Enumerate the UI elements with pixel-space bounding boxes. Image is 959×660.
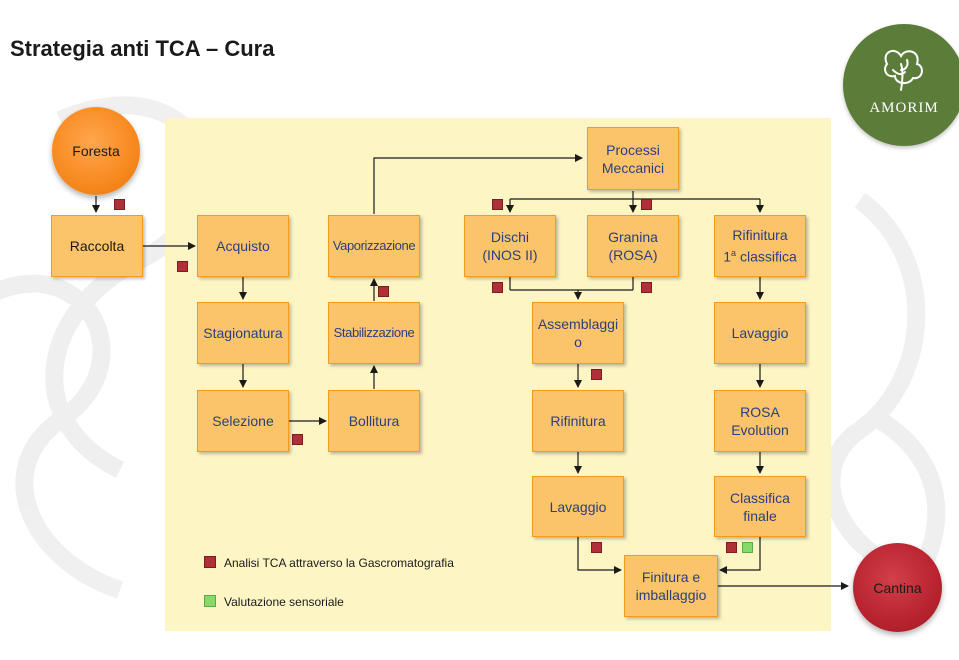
node-vaporizzazione: Vaporizzazione [328,215,420,277]
tree-logo-icon: AMORIM [869,49,938,116]
node-lavaggio-bottom-label: Lavaggio [549,498,607,515]
node-assemblaggio-label: Assemblaggi o [538,315,618,351]
node-rifinitura-1a-line1: Rifinitura [732,227,788,244]
node-granina-label: Granina (ROSA) [608,228,658,264]
node-finitura-imballaggio: Finitura e imballaggio [624,555,718,617]
node-assemblaggio-line1: Assemblaggi [537,316,619,332]
node-stabilizzazione-label: Stabilizzazione [333,325,415,340]
node-rosa-evolution-label: ROSA Evolution [731,403,789,439]
node-acquisto: Acquisto [197,215,289,277]
node-rifinitura-1a-classifica: Rifinitura 1a classifica [714,215,806,277]
node-stagionatura-label: Stagionatura [203,325,283,341]
node-selezione: Selezione [197,390,289,452]
node-granina: Granina (ROSA) [587,215,679,277]
node-finitura-line2: imballaggio [635,587,707,603]
node-classifica-finale: Classifica finale [714,476,806,537]
tca-marker-foresta [114,199,125,210]
node-rifinitura-1a-sup: a [731,248,737,259]
tca-marker-classifica-finale [726,542,737,553]
tca-marker-acquisto [177,261,188,272]
node-selezione-label: Selezione [212,413,274,429]
node-vaporizzazione-label: Vaporizzazione [332,238,416,253]
node-rifinitura-1a-suffix: classifica [736,248,797,265]
node-assemblaggio: Assemblaggi o [532,302,624,364]
node-bollitura-label: Bollitura [348,413,400,429]
legend-tca-label: Analisi TCA attraverso la Gascromatograf… [224,556,454,570]
logo-text: AMORIM [869,100,938,116]
node-dischi-line2: (INOS II) [482,247,538,263]
node-dischi-label: Dischi (INOS II) [482,228,537,264]
node-rifinitura-label: Rifinitura [550,413,606,429]
tca-marker-vaporizzazione [378,286,389,297]
node-rifinitura-1a-prefix: 1 [723,248,732,265]
node-classifica-finale-label: Classifica finale [730,489,790,525]
node-stagionatura: Stagionatura [197,302,289,364]
node-stabilizzazione: Stabilizzazione [328,302,420,364]
node-acquisto-label: Acquisto [216,238,270,254]
node-rosa-evolution-line1: ROSA [740,404,780,420]
node-dischi: Dischi (INOS II) [464,215,556,277]
tca-marker-granina-bottom [641,282,652,293]
node-cantina: Cantina [853,543,942,632]
node-cantina-label: Cantina [873,579,922,596]
node-dischi-line1: Dischi [490,229,530,245]
node-lavaggio-top-label: Lavaggio [731,325,789,341]
sensory-marker-classifica-finale [742,542,753,553]
tca-marker-assemblaggio [591,369,602,380]
node-classifica-finale-line1: Classifica [730,489,790,506]
tca-marker-granina-top [641,199,652,210]
legend-tca-swatch [204,556,216,568]
tca-marker-selezione [292,434,303,445]
page-title: Strategia anti TCA – Cura [10,36,275,61]
node-assemblaggio-line2: o [574,334,582,350]
tca-marker-lavaggio-bottom [591,542,602,553]
node-bollitura: Bollitura [328,390,420,452]
node-rifinitura-1a-label: Rifinitura 1a classifica [723,226,797,266]
node-rosa-evolution: ROSA Evolution [714,390,806,452]
amorim-logo: AMORIM [843,24,959,146]
node-rosa-evolution-line2: Evolution [731,422,789,438]
node-raccolta-label: Raccolta [69,238,125,254]
node-granina-line2: (ROSA) [608,247,658,263]
legend-sensory-swatch [204,595,216,607]
node-granina-line1: Granina [608,229,658,245]
node-foresta: Foresta [52,107,140,195]
node-processi-meccanici: Processi Meccanici [587,127,679,190]
tca-marker-dischi-bottom [492,282,503,293]
node-finitura-line1: Finitura e [641,569,701,585]
node-raccolta: Raccolta [51,215,143,277]
node-processi-meccanici-label: Processi Meccanici [602,141,664,177]
node-processi-meccanici-line1: Processi [606,141,660,158]
node-foresta-label: Foresta [72,143,120,159]
node-lavaggio-top: Lavaggio [714,302,806,364]
node-classifica-finale-line2: finale [743,507,777,524]
legend-sensory-label: Valutazione sensoriale [224,595,344,609]
node-rifinitura: Rifinitura [532,390,624,452]
node-finitura-label: Finitura e imballaggio [636,568,707,604]
node-lavaggio-bottom: Lavaggio [532,476,624,537]
tca-marker-dischi-top [492,199,503,210]
node-processi-meccanici-line2: Meccanici [601,159,665,176]
